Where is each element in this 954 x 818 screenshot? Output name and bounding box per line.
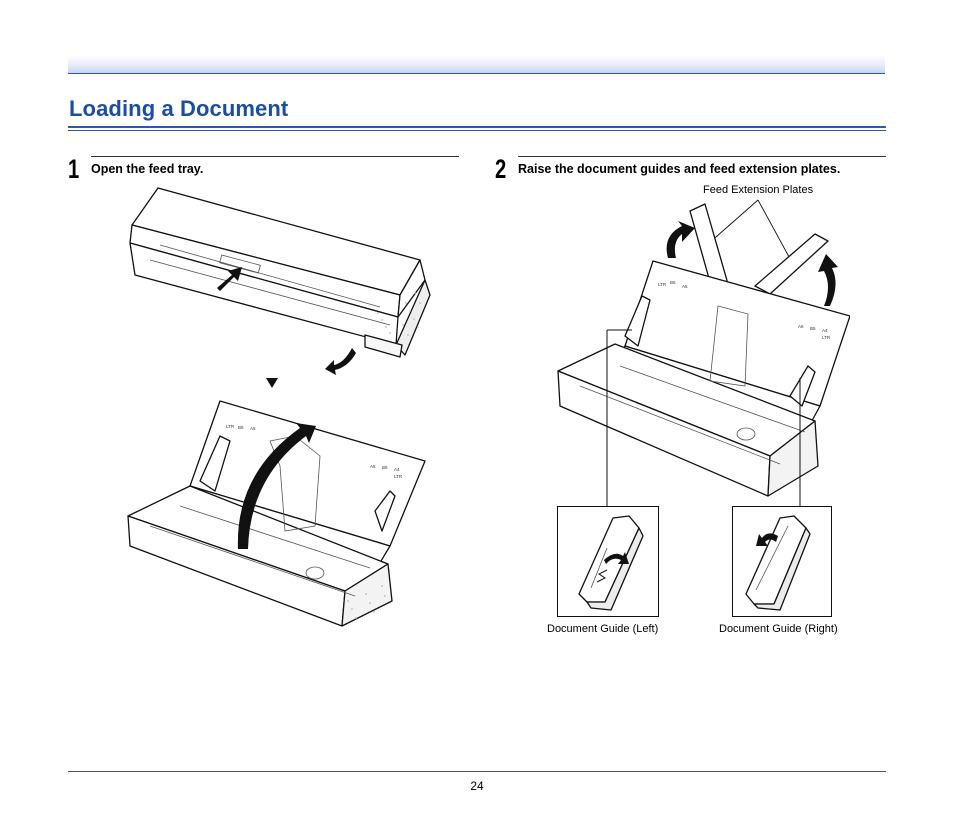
document-guide-right-detail [732, 506, 832, 617]
tray-mark-right-1: A5 [370, 464, 376, 469]
tray-mark-right-a: A5 [798, 324, 804, 329]
tray-mark-left-b: B5 [670, 280, 676, 285]
page-number: 24 [470, 779, 484, 793]
step-1-text: Open the feed tray. [91, 162, 204, 176]
title-rule [68, 126, 886, 131]
step-2-text: Raise the document guides and feed exten… [518, 162, 841, 176]
step-2-rule [518, 156, 886, 157]
document-guide-left-detail [557, 506, 659, 617]
step-1-number: 1 [68, 154, 80, 184]
tray-mark-left-c: A5 [682, 284, 688, 289]
footer-rule [68, 771, 886, 772]
document-guide-right-label: Document Guide (Right) [719, 623, 838, 635]
header-band [68, 55, 885, 74]
step-1-rule [91, 156, 459, 157]
next-arrow-icon [266, 378, 278, 388]
tray-mark-right-3: A4 [394, 467, 400, 472]
tray-mark-left-1: LTR [226, 424, 235, 429]
tray-mark-right-d: LTR [822, 335, 831, 340]
tray-mark-right-c: A4 [822, 328, 828, 333]
tray-mark-right-4: LTR [394, 474, 403, 479]
scanner-closed-illustration [129, 187, 431, 375]
tray-mark-left-3: A5 [250, 426, 256, 431]
feed-extension-plates-label: Feed Extension Plates [703, 184, 814, 196]
tray-mark-left-2: B5 [238, 425, 244, 430]
tray-mark-right-b: B5 [810, 326, 816, 331]
step-2-number: 2 [495, 154, 507, 184]
scanner-opened-illustration: LTR B5 A5 A5 B5 A4 LTR [127, 400, 426, 627]
scanner-guides-raised-illustration: LTR B5 A5 A5 B5 A4 LTR [557, 199, 850, 506]
tray-mark-right-2: B5 [382, 465, 388, 470]
document-guide-left-label: Document Guide (Left) [547, 623, 659, 635]
tray-mark-left-a: LTR [658, 282, 667, 287]
page-title: Loading a Document [69, 96, 289, 121]
